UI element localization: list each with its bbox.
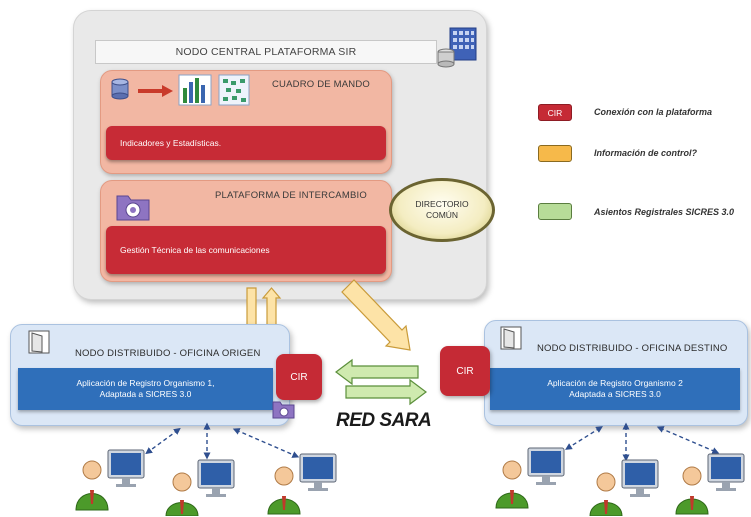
- user-computer-icon: [267, 453, 337, 515]
- arrow-right-icon: [138, 85, 173, 97]
- asiento-arrow-left: [335, 358, 419, 386]
- legend-control-label: Información de control?: [594, 148, 698, 158]
- directorio-comun-ellipse: DIRECTORIO COMÚN: [389, 178, 495, 242]
- grid-chart-icon: [218, 74, 250, 106]
- app-registro-origen: Aplicación de Registro Organismo 1, Adap…: [18, 368, 273, 410]
- control-arrow-diagonal: [341, 279, 411, 351]
- app-registro-destino: Aplicación de Registro Organismo 2 Adapt…: [490, 368, 740, 410]
- cir-destino: CIR: [440, 346, 490, 396]
- user-computer-icon: [75, 449, 145, 511]
- indicadores-bar: Indicadores y Estadísticas.: [106, 126, 386, 160]
- database-server-icon: [437, 27, 477, 68]
- door-icon: [28, 330, 50, 354]
- door-icon-destino: [500, 326, 522, 350]
- user-computer-icon: [165, 459, 235, 516]
- app-origen-line2: Adaptada a SICRES 3.0: [99, 389, 192, 399]
- nodo-destino-title: NODO DISTRIBUIDO - OFICINA DESTINO: [537, 343, 728, 354]
- directorio-line1: DIRECTORIO: [415, 198, 469, 209]
- bar-chart-icon: [178, 74, 212, 106]
- plataforma-intercambio-title: PLATAFORMA DE INTERCAMBIO: [215, 190, 367, 201]
- app-origen-line1: Aplicación de Registro Organismo 1,: [76, 378, 215, 389]
- legend-cir-box: CIR: [538, 104, 572, 121]
- legend-asiento-label: Asientos Registrales SICRES 3.0: [594, 207, 735, 217]
- central-node-title: NODO CENTRAL PLATAFORMA SIR: [95, 40, 437, 64]
- dashed-double-arrow-icon: [145, 427, 181, 455]
- user-computer-icon: [589, 459, 659, 516]
- dashed-double-arrow-icon: [232, 428, 300, 458]
- legend-cir-label: Conexión con la plataforma: [594, 107, 713, 117]
- legend-asiento-box: [538, 203, 572, 220]
- user-computer-icon: [675, 453, 745, 515]
- dashed-double-arrow-icon: [656, 426, 720, 454]
- gear-folder-icon: [116, 195, 150, 221]
- app-destino-line2: Adaptada a SICRES 3.0: [569, 389, 661, 399]
- cuadro-de-mando-title: CUADRO DE MANDO: [272, 79, 371, 90]
- database-icon: [111, 78, 129, 100]
- dashed-double-arrow-icon: [565, 426, 603, 450]
- gear-folder-small-icon: [272, 401, 295, 419]
- cir-origen: CIR: [276, 354, 322, 400]
- app-destino-line1: Aplicación de Registro Organismo 2: [547, 378, 683, 389]
- legend-control-box: [538, 145, 572, 162]
- asiento-arrow-right: [345, 378, 427, 406]
- nodo-origen-title: NODO DISTRIBUIDO - OFICINA ORIGEN: [75, 348, 261, 359]
- gestion-tecnica-bar: Gestión Técnica de las comunicaciones: [106, 226, 386, 274]
- directorio-line2: COMÚN: [425, 210, 459, 220]
- red-sara-label: RED SARA: [336, 410, 432, 431]
- user-computer-icon: [495, 447, 565, 509]
